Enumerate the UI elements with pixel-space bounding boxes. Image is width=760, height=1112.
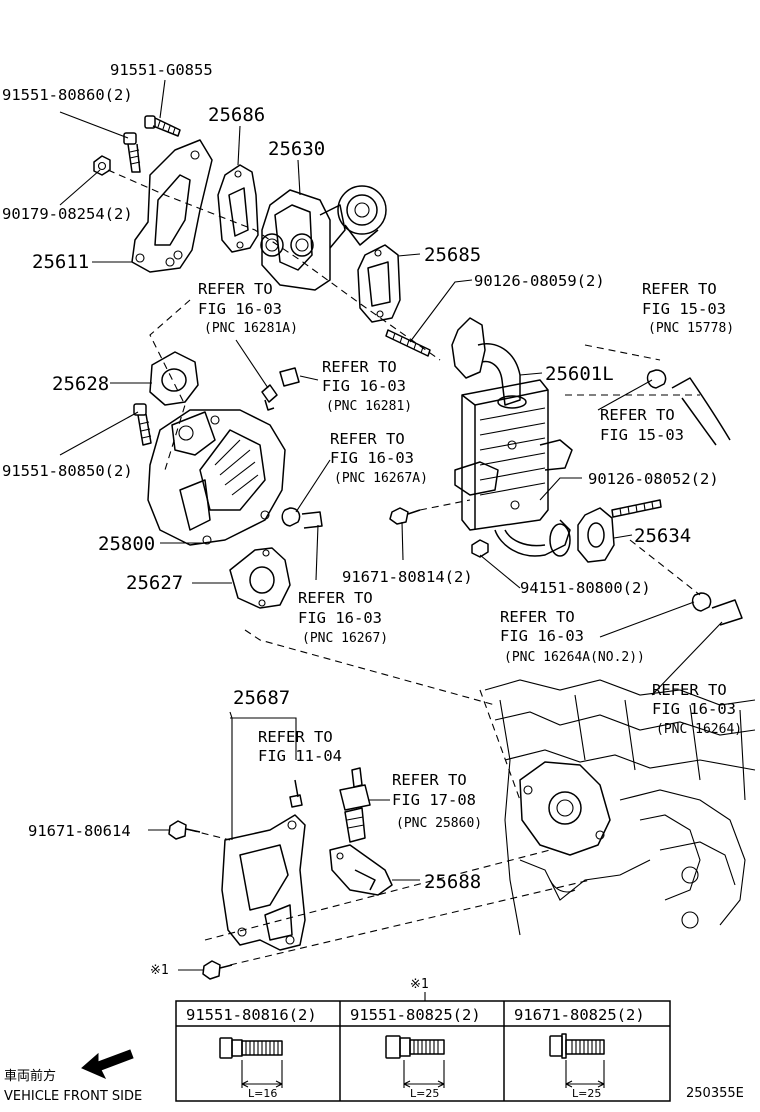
ref4-line2: FIG 15-03: [600, 426, 684, 444]
ref8-line3: (PNC 16264): [656, 722, 742, 737]
label-25627: 25627: [126, 572, 183, 594]
gasket-25628: [149, 351, 199, 406]
ref7-line3: (PNC 16264A(NO.2)): [504, 650, 645, 665]
bolt-table-marker: ※1: [410, 977, 429, 992]
stud-90126-08059: [385, 329, 431, 357]
ref10-line1: REFER TO: [392, 771, 467, 789]
ref3-line3: (PNC 16281): [326, 399, 412, 414]
bolt-91551-80860: [123, 132, 141, 173]
sensor-ref-17-08: [339, 767, 371, 843]
bolt-table-col3-length: L=25: [572, 1087, 601, 1100]
nut-94151-80800: [471, 539, 489, 558]
bolt-table-col1-part: 91551-80816(2): [186, 1006, 317, 1024]
ref4-line1: REFER TO: [600, 406, 675, 424]
bolt-table-col2-bolt: [385, 1035, 445, 1088]
ref3-line2: FIG 16-03: [322, 377, 406, 395]
ref8-line1: REFER TO: [652, 681, 727, 699]
label-25630: 25630: [268, 138, 325, 160]
ref10-line3: (PNC 25860): [396, 816, 482, 831]
egr-valve-25630: [260, 185, 387, 291]
bolt-table-col1-bolt: [219, 1037, 283, 1088]
label-25687: 25687: [233, 687, 290, 709]
label-90179-08254: 90179-08254(2): [2, 205, 133, 223]
bracket-25688: [329, 844, 393, 896]
front-arrow-icon: [81, 1049, 134, 1080]
egr-bypass-25800: [147, 409, 286, 546]
bolt-footnote-1: [202, 960, 233, 980]
label-91671-80614: 91671-80614: [28, 822, 131, 840]
ref5-line1: REFER TO: [330, 430, 405, 448]
bolt-table: ※1 91551-80816(2) 91551-80825(2) 91671-8…: [175, 977, 671, 1102]
front-label-jp: 車両前方: [4, 1068, 56, 1084]
ref1-line2: FIG 16-03: [198, 300, 282, 318]
bolt-table-col3-bolt: [549, 1033, 605, 1088]
ref9-line1: REFER TO: [258, 728, 333, 746]
ref10-line2: FIG 17-08: [392, 791, 476, 809]
bolt-91551-80850: [133, 403, 152, 446]
bolt-91671-80614: [168, 820, 201, 840]
label-25611: 25611: [32, 251, 89, 273]
front-label-en: VEHICLE FRONT SIDE: [4, 1089, 142, 1104]
label-25601L: 25601L: [545, 363, 614, 385]
ref9-line2: FIG 11-04: [258, 747, 342, 765]
ref5-line3: (PNC 16267A): [334, 471, 428, 486]
part-number-labels: 91551-G0855 91551-80860(2) 90179-08254(2…: [2, 61, 719, 893]
gasket-25634: [577, 507, 615, 563]
bolt-91551-G0855: [144, 115, 181, 137]
ref6-line2: FIG 16-03: [298, 609, 382, 627]
ref-hose-clamps: [261, 367, 743, 626]
bolt-ref-11-04: [289, 779, 303, 808]
ref2-line2: FIG 15-03: [642, 300, 726, 318]
leader-lines: [59, 79, 723, 971]
figure-code: 250355E: [686, 1086, 744, 1101]
label-25686: 25686: [208, 104, 265, 126]
label-91551-G0855: 91551-G0855: [110, 61, 213, 79]
ref3-line1: REFER TO: [322, 358, 397, 376]
nut-90179-08254: [93, 155, 111, 176]
gasket-25685: [357, 244, 401, 323]
vehicle-front-indicator: 車両前方 VEHICLE FRONT SIDE: [4, 1049, 142, 1104]
label-25634: 25634: [634, 525, 691, 547]
ref5-line2: FIG 16-03: [330, 449, 414, 467]
label-94151-80800: 94151-80800(2): [520, 579, 651, 597]
ref7-line2: FIG 16-03: [500, 627, 584, 645]
ref1-line3: (PNC 16281A): [204, 321, 298, 336]
stud-90126-08052: [611, 499, 662, 518]
label-25628: 25628: [52, 373, 109, 395]
ref2-line1: REFER TO: [642, 280, 717, 298]
ref2-line3: (PNC 15778): [648, 321, 734, 336]
bolt-table-col1-length: L=16: [248, 1087, 277, 1100]
ref8-line2: FIG 16-03: [652, 700, 736, 718]
bolt-91671-80814: [389, 507, 421, 525]
gasket-25627: [229, 547, 291, 609]
label-90126-08052: 90126-08052(2): [588, 470, 719, 488]
label-91671-80814: 91671-80814(2): [342, 568, 473, 586]
ref6-line1: REFER TO: [298, 589, 373, 607]
engine-block: [484, 679, 756, 936]
footnote-marker: ※1: [150, 963, 169, 978]
label-91551-80860: 91551-80860(2): [2, 86, 133, 104]
bracket-25687: [221, 814, 306, 951]
bolt-table-col2-length: L=25: [410, 1087, 439, 1100]
gasket-flange-25611: [131, 139, 213, 273]
egr-cooler-25601L: [451, 317, 573, 557]
ref7-line1: REFER TO: [500, 608, 575, 626]
gasket-25686: [217, 164, 259, 253]
refer-to-labels: REFER TO FIG 16-03 (PNC 16281A) REFER TO…: [150, 280, 742, 978]
label-25685: 25685: [424, 244, 481, 266]
ref1-line1: REFER TO: [198, 280, 273, 298]
label-91551-80850: 91551-80850(2): [2, 462, 133, 480]
bolt-table-col2-part: 91551-80825(2): [350, 1006, 481, 1024]
bolt-table-col3-part: 91671-80825(2): [514, 1006, 645, 1024]
label-25800: 25800: [98, 533, 155, 555]
label-25688: 25688: [424, 871, 481, 893]
label-90126-08059: 90126-08059(2): [474, 272, 605, 290]
ref6-line3: (PNC 16267): [302, 631, 388, 646]
